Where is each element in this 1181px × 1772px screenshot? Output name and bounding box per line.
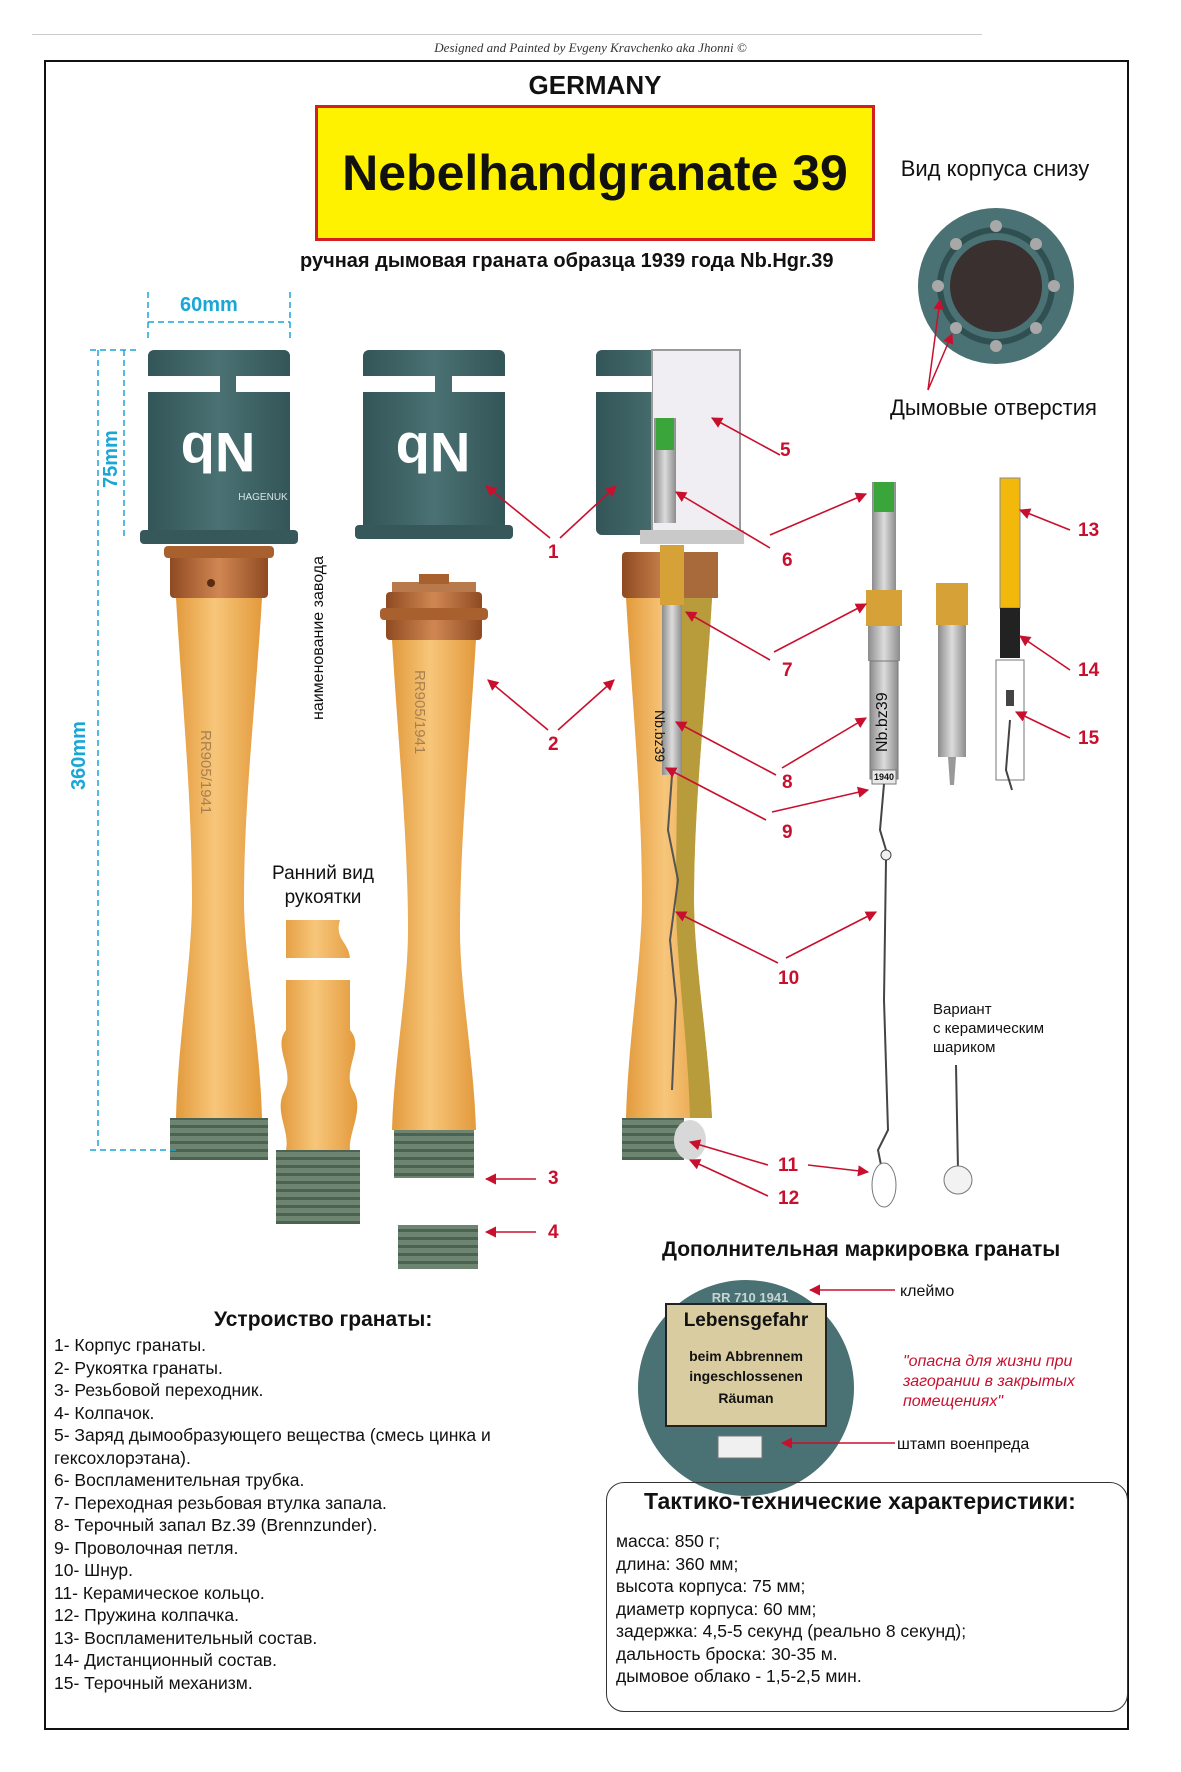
callout-5: 5: [780, 440, 791, 461]
copper-collar: [170, 552, 268, 598]
bottom-view-label: Вид корпуса снизу: [900, 156, 1090, 181]
fuze-code-small: Nb.bz39: [652, 710, 668, 763]
early-handle: [276, 920, 360, 1224]
dimension-lines: [90, 292, 291, 1151]
grenade-body: [148, 350, 290, 542]
callout-9: 9: [782, 822, 793, 843]
callout-15: 15: [1078, 728, 1100, 749]
callout-7: 7: [782, 660, 793, 681]
handle-code-1: RR905/1941: [197, 730, 214, 815]
legend-item: 15- Терочный механизм.: [54, 1672, 253, 1693]
warning-translation: "опасна для жизни при загорании в закрыт…: [903, 1353, 1075, 1410]
plate-line-3: ingeschlossenen: [689, 1368, 803, 1384]
length-dimension: 360mm: [68, 721, 90, 790]
cap: [398, 1225, 478, 1269]
top-rule: [32, 34, 982, 35]
variant-line-3: шариком: [933, 1039, 996, 1056]
plate-line-2: beim Abbrennem: [689, 1348, 803, 1364]
callout-13: 13: [1078, 520, 1100, 541]
callout-arrows: [484, 417, 1071, 1449]
body-marking-1: Nb: [180, 421, 256, 484]
legend-item: 11- Керамическое кольцо.: [54, 1582, 265, 1603]
maker-mark: HAGENUK: [238, 492, 288, 503]
parts-legend: 1- Корпус гранаты. 2- Рукоятка гранаты. …: [54, 1334, 594, 1694]
screw-adapter: [170, 1118, 268, 1160]
handle-code-2: RR905/1941: [411, 670, 428, 755]
spec-item: задержка: 4,5-5 секунд (реально 8 секунд…: [616, 1621, 967, 1641]
callout-8: 8: [782, 772, 793, 793]
plate-line-1: Lebensgefahr: [683, 1310, 809, 1331]
variant-line-2: с керамическим: [933, 1020, 1045, 1037]
callout-4: 4: [548, 1222, 559, 1243]
width-dimension: 60mm: [180, 294, 238, 316]
callout-10: 10: [778, 968, 800, 989]
spec-item: дымовое облако - 1,5-2,5 мин.: [616, 1666, 862, 1686]
factory-name-label: наименование завода: [310, 556, 327, 720]
callout-12: 12: [778, 1188, 800, 1209]
legend-item: 9- Проволочная петля.: [54, 1537, 239, 1558]
legend-item: 6- Воспламенительная трубка.: [54, 1470, 305, 1490]
fuze-code: Nb.bz39: [874, 692, 891, 752]
specs-box: [606, 1482, 1128, 1712]
spec-item: дальность броска: 30-35 м.: [616, 1643, 838, 1664]
disc-code: RR 710 1941: [711, 1290, 789, 1305]
spec-item: диаметр корпуса: 60 мм;: [616, 1598, 817, 1619]
grenade-disassembled-view: [355, 350, 513, 1269]
callout-6: 6: [782, 550, 793, 571]
marking-title: Дополнительная маркировка гранаты: [662, 1238, 1061, 1261]
bottom-view-diagram: [918, 208, 1074, 391]
fuze-year: 1940: [873, 772, 895, 782]
stamp-label: штамп военпреда: [897, 1436, 1030, 1453]
plate-line-4: Räuman: [718, 1390, 774, 1406]
callout-14: 14: [1078, 660, 1100, 681]
legend-item: 8- Терочный запал Bz.39 (Brennzunder).: [54, 1515, 378, 1535]
callout-3: 3: [548, 1168, 559, 1189]
specs-title: Тактико-технические характеристики:: [644, 1488, 1076, 1514]
legend-title: Устроиство гранаты:: [214, 1308, 433, 1331]
spec-item: длина: 360 мм;: [616, 1553, 739, 1574]
body-marking-2: Nb: [395, 421, 471, 484]
grenade-full-view: [140, 350, 298, 1160]
legend-item: 4- Колпачок.: [54, 1402, 155, 1423]
marking-disc: [638, 1280, 854, 1496]
page-title: Nebelhandgranate 39: [342, 145, 848, 201]
smoke-holes-label: Дымовые отверстия: [890, 395, 1097, 420]
head-height-dimension: 75mm: [100, 430, 122, 488]
legend-item: гексохлорэтана).: [54, 1447, 191, 1468]
kleimo-label: клеймо: [900, 1283, 955, 1300]
early-handle-label: Ранний вид рукоятки: [272, 863, 374, 908]
fuze-assembly: [866, 477, 1025, 1208]
country-heading: GERMANY: [528, 70, 662, 100]
legend-item: 13- Воспламенительный состав.: [54, 1627, 318, 1648]
legend-item: 3- Резьбовой переходник.: [54, 1380, 264, 1400]
legend-item: 10- Шнур.: [54, 1560, 134, 1580]
subtitle: ручная дымовая граната образца 1939 года…: [300, 250, 834, 272]
callout-11: 11: [778, 1155, 799, 1176]
legend-item: 1- Корпус гранаты.: [54, 1335, 207, 1355]
legend-item: 7- Переходная резьбовая втулка запала.: [54, 1492, 387, 1513]
wooden-handle: [176, 598, 262, 1118]
legend-item: 5- Заряд дымообразующего вещества (смесь…: [54, 1425, 491, 1445]
spec-item: масса: 850 г;: [616, 1531, 721, 1551]
variant-line-1: Вариант: [933, 1001, 992, 1018]
poster-frame: [44, 60, 1129, 1730]
title-box: Nebelhandgranate 39: [315, 105, 875, 241]
author-credit: Designed and Painted by Evgeny Kravchenk…: [434, 40, 747, 55]
legend-item: 14- Дистанционный состав.: [54, 1650, 277, 1670]
grenade-cutaway-view: [596, 349, 744, 1160]
callout-2a: 2: [548, 734, 559, 755]
legend-item: 2- Рукоятка гранаты.: [54, 1357, 223, 1378]
variant-label: Вариант с керамическим шариком: [933, 1000, 1044, 1057]
callout-1a: 1: [548, 542, 559, 563]
legend-item: 12- Пружина колпачка.: [54, 1605, 239, 1625]
specs-list: масса: 850 г; длина: 360 мм; высота корп…: [616, 1530, 966, 1688]
spec-item: высота корпуса: 75 мм;: [616, 1576, 806, 1596]
